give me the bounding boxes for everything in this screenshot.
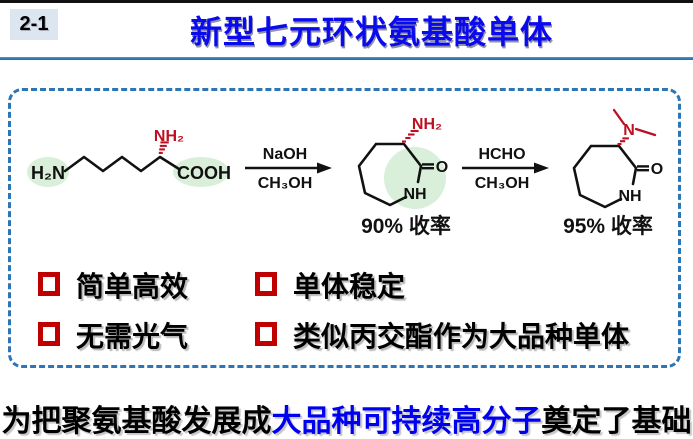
bullet-square-icon [255,272,277,296]
ring-nh-label: NH [403,186,426,203]
hashed-wedge-bond [617,137,629,146]
carbonyl-double-bond [637,165,649,172]
step1-reagent-label: NaOH [263,146,307,163]
page-title: 新型七元环状氨基酸单体 [189,14,553,50]
reaction-arrow-1-head [317,162,332,174]
bullet-square-icon [38,272,60,296]
ring-nh-label: NH [618,188,641,205]
conclusion-text: 为把聚氨基酸发展成大品种可持续高分子奠定了基础 [0,396,693,439]
hashed-wedge-bond [158,141,169,154]
amine-nitrogen-label: N [623,122,635,139]
carbon-chain-bond [63,155,181,173]
header-divider [0,57,693,60]
bullet-item: 类似丙交酯作为大品种单体 [255,315,629,355]
bullet-label: 简单高效 [76,271,189,302]
step2-reagent-label: HCHO [478,146,525,163]
amine-highlight [27,157,69,187]
section-number-badge: 2-1 [10,9,58,40]
step1-solvent-label: CH₃OH [258,175,313,192]
bullet-square-icon [38,322,60,346]
carbonyl-double-bond [422,163,434,170]
bullet-item: 简单高效 [38,265,188,305]
reaction-step-1: NaOH CH₃OH [245,146,332,192]
bullet-square-icon [255,322,277,346]
conclusion-highlight: 大品种可持续高分子 [271,405,542,438]
conclusion-suffix: 奠定了基础 [541,405,692,438]
reaction-arrow-2-head [534,162,549,174]
oxygen-label: O [436,159,448,176]
amine-label: NH₂ [412,116,442,133]
bullet-label: 无需光气 [76,321,189,352]
acid-label: COOH [177,163,231,183]
alpha-amine-label: NH₂ [154,128,184,145]
yield-label-1: 90% 收率 [361,214,451,238]
ring-bond [357,142,423,207]
oxygen-label: O [651,161,663,178]
aminocaprolactam-structure: NH₂ O NH 90% 收率 [357,116,451,238]
bullet-label: 单体稳定 [293,271,406,302]
reaction-step-2: HCHO CH₃OH [462,146,549,192]
conclusion-prefix: 为把聚氨基酸发展成 [1,405,272,438]
methyl-bonds [612,108,657,137]
bullet-label: 类似丙交酯作为大品种单体 [293,321,630,352]
ring-bond [572,144,638,209]
bullet-item: 单体稳定 [255,265,405,305]
reaction-scheme: H₂N NH₂ COOH NaOH CH₃OH NH₂ [27,108,663,238]
reaction-scheme-panel [8,88,681,368]
dimethylamino-caprolactam-structure: N O NH 95% 收率 [563,108,663,238]
bullet-item: 无需光气 [38,315,188,355]
hashed-wedge-bond [402,129,419,143]
lysine-structure: H₂N NH₂ COOH [27,128,231,187]
yield-label-2: 95% 收率 [563,214,653,238]
terminal-amine-label: H₂N [31,163,65,183]
acid-highlight [173,157,229,187]
step2-solvent-label: CH₃OH [475,175,530,192]
amide-highlight [384,147,446,209]
